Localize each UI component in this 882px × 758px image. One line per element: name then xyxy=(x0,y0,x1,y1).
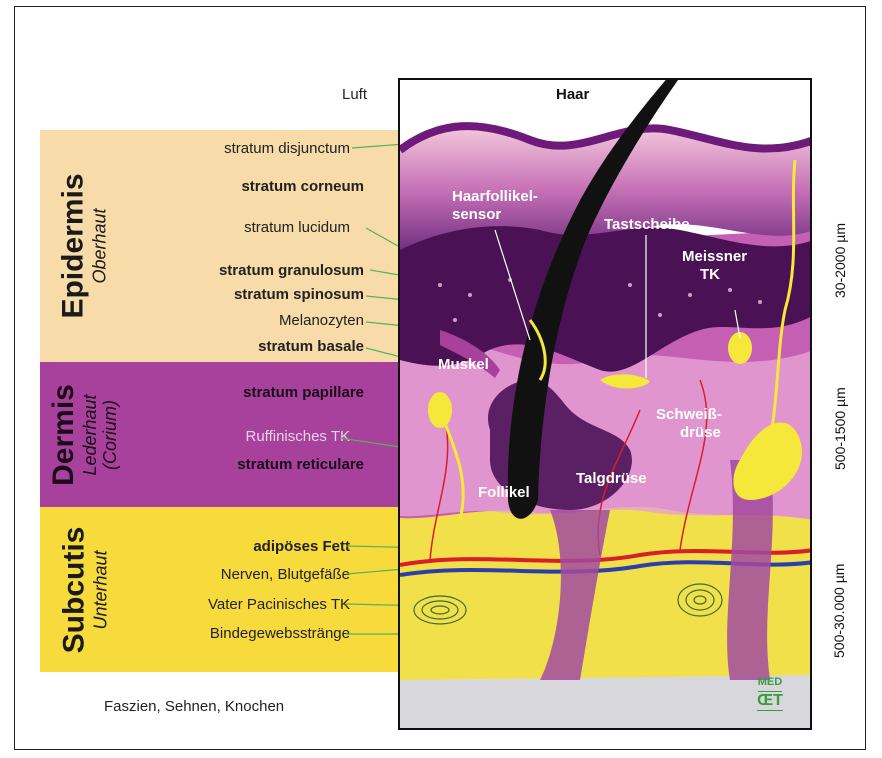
logo-line-1: MED xyxy=(758,673,782,692)
schweissdruese-label-1: Schweiß- xyxy=(656,406,722,424)
scale-epidermis: 30-2000 µm xyxy=(832,198,848,298)
meissner-label-2: TK xyxy=(700,266,720,284)
talgdruese-label: Talgdrüse xyxy=(576,470,647,488)
logo-line-2: ŒT xyxy=(757,692,783,711)
medoct-logo: MED ŒT xyxy=(740,672,800,711)
muskel-label: Muskel xyxy=(438,356,489,374)
tastscheibe-label: Tastscheibe xyxy=(604,216,690,234)
skin-illustration xyxy=(400,80,812,730)
schweissdruese-label-2: drüse xyxy=(680,424,721,442)
meissner-label-1: Meissner xyxy=(682,248,747,266)
haarfollikel-label-1: Haarfollikel- xyxy=(452,188,538,206)
haar-label: Haar xyxy=(556,86,589,104)
haarfollikel-label-2: sensor xyxy=(452,206,501,224)
scale-subcutis: 500-30.000 µm xyxy=(831,548,847,658)
scale-dermis: 500-1500 µm xyxy=(832,370,848,470)
ruffini-corpuscle xyxy=(428,392,452,428)
skin-cross-section: Haar Haarfollikel- sensor Tastscheibe Me… xyxy=(398,78,812,730)
follikel-label: Follikel xyxy=(478,484,530,502)
